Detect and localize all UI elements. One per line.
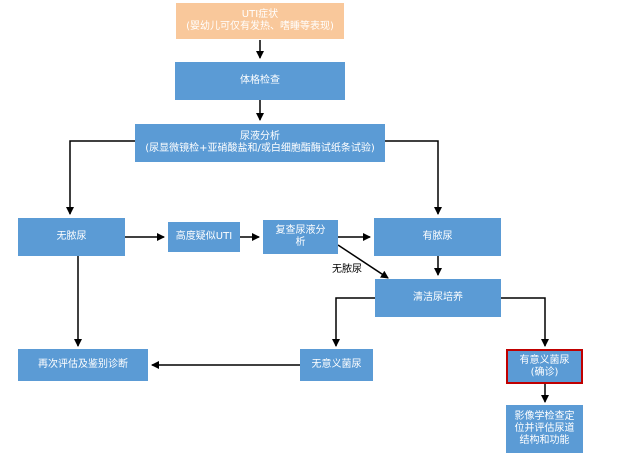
- imaging-line1: 影像学检查定: [514, 411, 575, 422]
- insignificant-bacteriuria-label: 无意义菌尿: [311, 359, 362, 370]
- repeat-urinalysis-box: 复查尿液分 析: [263, 220, 338, 254]
- clean-culture-label: 清洁尿培养: [413, 292, 463, 303]
- pyuria-label: 有脓尿: [422, 231, 453, 242]
- arrow-urinalysis-to-pyuria: [385, 140, 442, 215]
- arrow-repeat-to-culture: [337, 244, 389, 279]
- uti-symptoms-title: UTI症状: [241, 9, 279, 20]
- no-pyuria-label: 无脓尿: [56, 231, 87, 242]
- urinalysis-title: 尿液分析: [240, 131, 280, 142]
- repeat-urinalysis-line2: 析: [295, 237, 306, 248]
- pyuria-box: 有脓尿: [374, 218, 501, 256]
- arrow-culture-to-insignificant: [332, 297, 375, 347]
- physical-exam-box: 体格检查: [175, 62, 345, 100]
- imaging-line2: 位并评估尿道: [514, 423, 575, 434]
- reevaluate-box: 再次评估及鉴别诊断: [18, 349, 148, 381]
- urinalysis-box: 尿液分析 (尿显微镜检+亚硝酸盐和/或白细胞酯酶试纸条试验): [135, 124, 385, 162]
- reevaluate-label: 再次评估及鉴别诊断: [38, 359, 128, 370]
- significant-bacteriuria-title: 有意义菌尿: [519, 354, 570, 366]
- physical-exam-label: 体格检查: [240, 75, 280, 86]
- edge-label-no-pyuria: 无脓尿: [331, 264, 363, 276]
- clean-culture-box: 清洁尿培养: [375, 279, 501, 317]
- high-suspicion-box: 高度疑似UTI: [168, 222, 240, 252]
- arrow-culture-to-significant: [500, 297, 549, 347]
- significant-bacteriuria-note: (确诊): [530, 366, 559, 378]
- arrow-urinalysis-to-no-pyuria: [66, 140, 135, 215]
- insignificant-bacteriuria-box: 无意义菌尿: [300, 349, 373, 381]
- uti-symptoms-note: (婴幼儿可仅有发热、嗜睡等表现): [186, 21, 334, 32]
- significant-bacteriuria-box: 有意义菌尿 (确诊): [506, 349, 583, 384]
- imaging-box: 影像学检查定 位并评估尿道 结构和功能: [506, 405, 583, 453]
- repeat-urinalysis-line1: 复查尿液分: [275, 225, 326, 236]
- uti-symptoms-box: UTI症状 (婴幼儿可仅有发热、嗜睡等表现): [176, 3, 344, 39]
- high-suspicion-label: 高度疑似UTI: [175, 231, 233, 242]
- imaging-line3: 结构和功能: [519, 435, 570, 446]
- urinalysis-note: (尿显微镜检+亚硝酸盐和/或白细胞酯酶试纸条试验): [145, 143, 375, 154]
- no-pyuria-box: 无脓尿: [18, 218, 125, 256]
